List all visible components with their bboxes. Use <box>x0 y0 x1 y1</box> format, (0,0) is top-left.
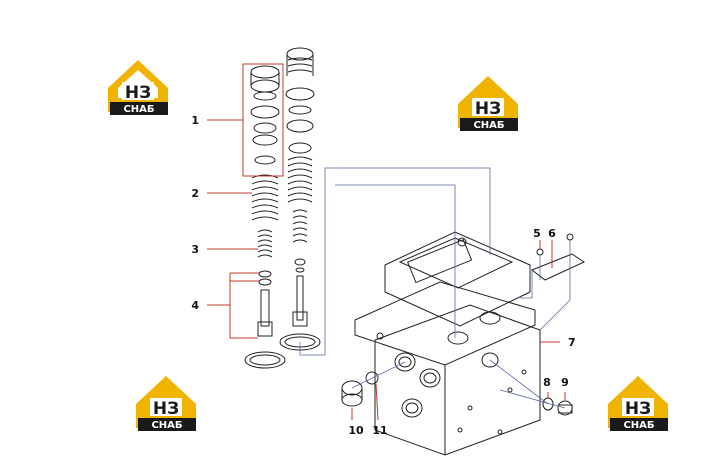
callout-leaders <box>207 63 566 421</box>
right-spool-stack <box>279 47 321 351</box>
logo-bottom-left: НЗ СНАБ <box>136 376 196 431</box>
callout-8: 8 <box>543 376 551 389</box>
assembly-guide-lines <box>299 167 571 409</box>
callout-4: 4 <box>191 299 199 312</box>
callout-10: 10 <box>348 424 364 437</box>
callout-11: 11 <box>372 424 387 437</box>
left-spool-stack <box>244 65 286 369</box>
logo-letters: НЗ <box>625 399 651 419</box>
logo-top-right: НЗ СНАБ <box>458 76 518 131</box>
callout-2: 2 <box>191 187 199 200</box>
callout-5: 5 <box>533 227 541 240</box>
callout-6: 6 <box>548 227 556 240</box>
seal-and-plug-right <box>542 397 573 416</box>
callout-numbers: 1 2 3 4 5 6 7 8 9 10 11 <box>191 114 575 437</box>
callout-7: 7 <box>568 336 576 349</box>
logo-bottom-right: НЗ СНАБ <box>608 376 668 431</box>
logo-letters: НЗ <box>153 399 179 419</box>
logo-letters: НЗ <box>125 83 151 103</box>
logo-caption: СНАБ <box>123 104 154 115</box>
logo-caption: СНАБ <box>151 420 182 431</box>
logo-letters: НЗ <box>475 99 501 119</box>
callout-9: 9 <box>561 376 569 389</box>
callout-1: 1 <box>191 114 199 127</box>
valve-body <box>354 231 586 456</box>
logo-top-left: НЗ СНАБ <box>108 60 168 115</box>
callout-3: 3 <box>191 243 199 256</box>
logo-caption: СНАБ <box>473 120 504 131</box>
plug-and-seal <box>341 371 379 407</box>
logo-caption: СНАБ <box>623 420 654 431</box>
